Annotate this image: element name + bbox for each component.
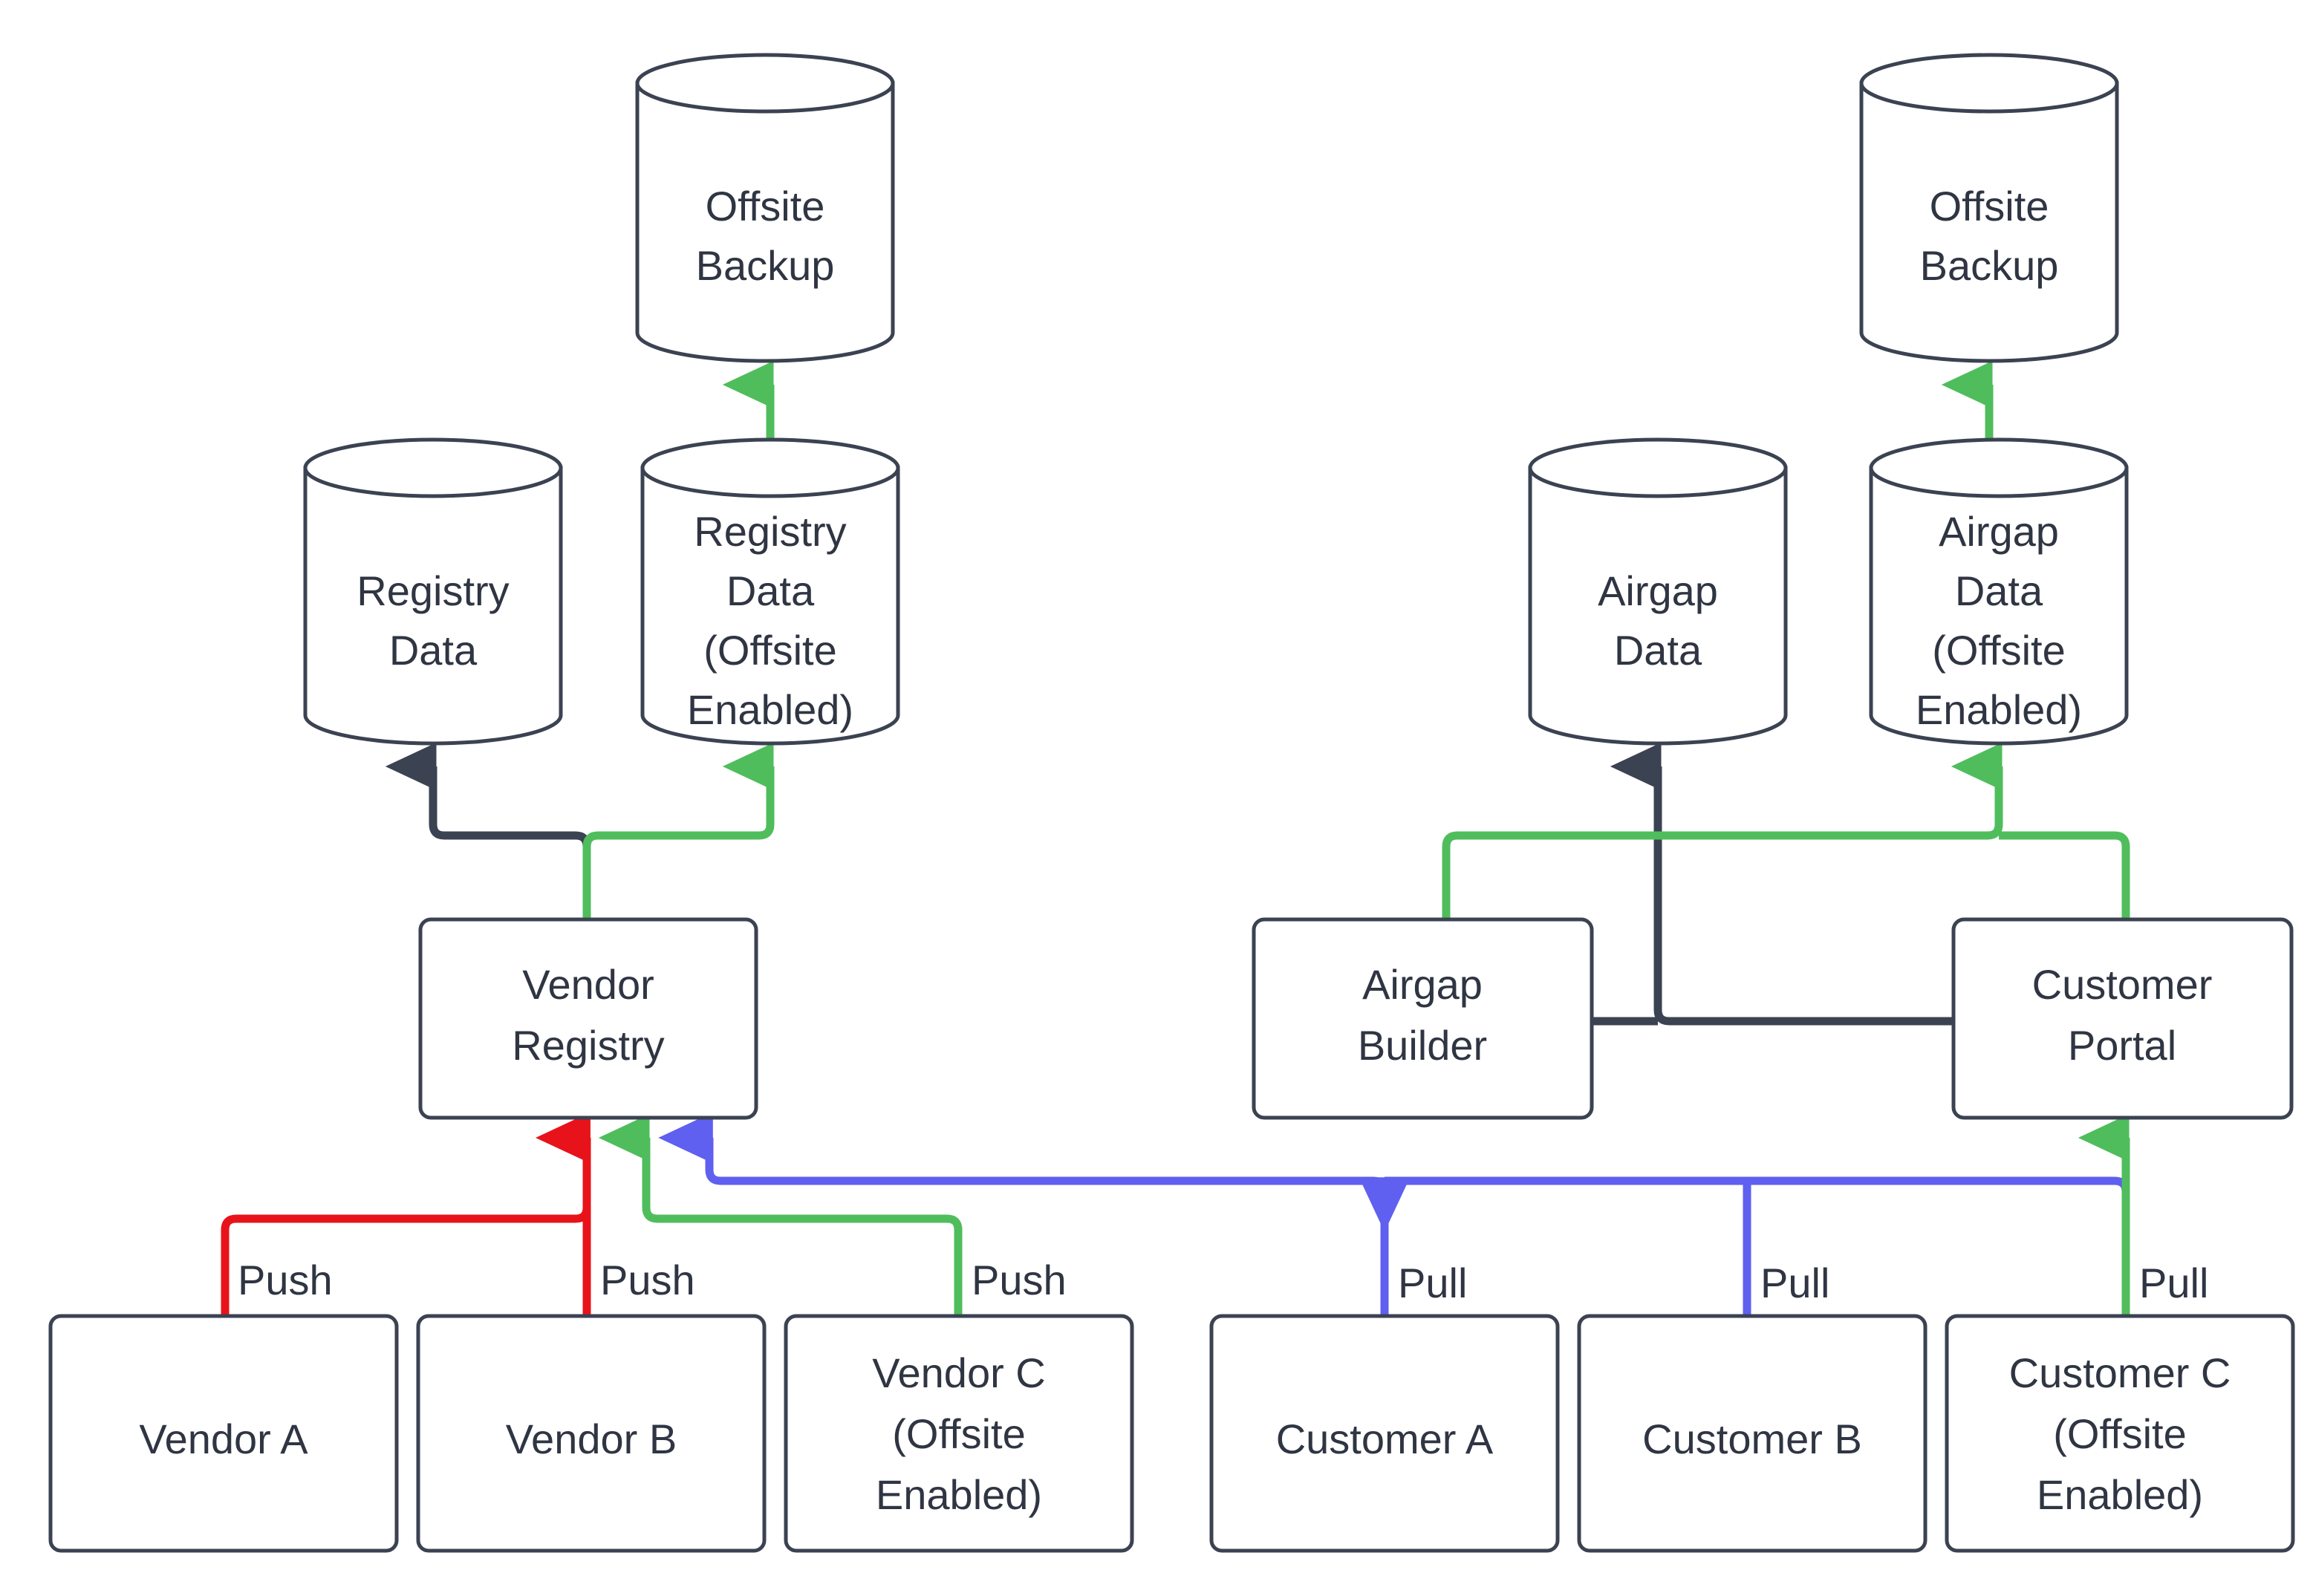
node-customer-a[interactable]: Customer A (1209, 1314, 1560, 1553)
edge-label-vendor-b-push: Push (600, 1257, 695, 1303)
customer-c-label-line3: Enabled) (2037, 1471, 2203, 1518)
airgap-data-label-line1: Airgap (1598, 567, 1718, 614)
registry-data-label-line2: Data (389, 627, 478, 674)
edge-customer-portal-to-airgap-data-offsite (1999, 831, 2130, 919)
node-offsite-backup-right[interactable]: Offsite Backup (1859, 53, 2119, 363)
customer-portal-label-line2: Portal (2068, 1022, 2176, 1069)
edge-vendor-registry-to-registry-data (385, 742, 591, 919)
airgap-builder-label-line1: Airgap (1362, 961, 1483, 1008)
customer-c-label-line1: Customer C (2009, 1349, 2231, 1396)
node-customer-b[interactable]: Customer B (1577, 1314, 1928, 1553)
node-airgap-builder[interactable]: Airgap Builder (1252, 917, 1594, 1120)
node-vendor-b[interactable]: Vendor B (416, 1314, 767, 1553)
node-vendor-registry[interactable]: Vendor Registry (418, 917, 758, 1120)
customer-portal-label-line1: Customer (2032, 961, 2213, 1008)
customer-a-label-line1: Customer A (1276, 1416, 1494, 1462)
node-vendor-a[interactable]: Vendor A (48, 1314, 399, 1553)
registry-data-offsite-label-line3: (Offsite (703, 627, 836, 674)
offsite-backup-left-label-line1: Offsite (706, 183, 825, 229)
edge-vendor-registry-to-registry-data-offsite (582, 742, 775, 919)
node-registry-data-offsite[interactable]: Registry Data (Offsite Enabled) (640, 437, 900, 746)
edge-label-customer-c-pull: Pull (2139, 1260, 2208, 1306)
vendor-c-label-line2: (Offsite (892, 1410, 1025, 1457)
edge-label-vendor-a-push: Push (238, 1257, 333, 1303)
edge-label-vendor-c-push: Push (972, 1257, 1067, 1303)
registry-data-label-line1: Registry (357, 567, 509, 614)
edge-customer-portal-blue-trunk (1747, 1176, 2130, 1193)
vendor-registry-label-line2: Registry (512, 1022, 664, 1069)
airgap-data-offsite-label-line3: (Offsite (1932, 627, 2065, 674)
airgap-data-offsite-label-line2: Data (1955, 567, 2043, 614)
node-customer-c[interactable]: Customer C (Offsite Enabled) (1945, 1314, 2295, 1553)
vendor-c-label-line3: Enabled) (876, 1471, 1042, 1518)
customer-c-label-line2: (Offsite (2053, 1410, 2186, 1457)
vendor-b-label-line1: Vendor B (506, 1416, 677, 1462)
node-customer-portal[interactable]: Customer Portal (1951, 917, 2294, 1120)
offsite-backup-right-label-line1: Offsite (1930, 183, 2049, 229)
edge-vendor-c-push (598, 1113, 963, 1316)
vendor-registry-label-line1: Vendor (522, 961, 654, 1008)
node-airgap-data-offsite[interactable]: Airgap Data (Offsite Enabled) (1869, 437, 2129, 746)
edge-label-customer-b-pull: Pull (1760, 1260, 1829, 1306)
offsite-backup-right-label-line2: Backup (1920, 242, 2059, 289)
airgap-data-offsite-label-line1: Airgap (1939, 508, 2059, 555)
edge-airgap-builder-to-airgap-data-offsite (1442, 742, 2003, 919)
node-airgap-data[interactable]: Airgap Data (1528, 437, 1788, 746)
edge-label-customer-a-pull: Pull (1398, 1260, 1467, 1306)
vendor-a-label-line1: Vendor A (139, 1416, 308, 1462)
registry-data-offsite-label-line2: Data (726, 567, 815, 614)
airgap-data-label-line2: Data (1614, 627, 1702, 674)
registry-data-offsite-label-line4: Enabled) (687, 686, 853, 733)
edge-customer-portal-to-airgap-data (1610, 742, 1953, 1026)
node-offsite-backup-left[interactable]: Offsite Backup (635, 53, 895, 363)
vendor-c-label-line1: Vendor C (872, 1349, 1046, 1396)
node-vendor-c[interactable]: Vendor C (Offsite Enabled) (784, 1314, 1134, 1553)
node-registry-data[interactable]: Registry Data (303, 437, 563, 746)
airgap-data-offsite-label-line4: Enabled) (1916, 686, 2082, 733)
registry-data-offsite-label-line1: Registry (694, 508, 846, 555)
offsite-backup-left-label-line2: Backup (696, 242, 835, 289)
airgap-builder-label-line2: Builder (1358, 1022, 1487, 1069)
customer-b-label-line1: Customer B (1642, 1416, 1862, 1462)
